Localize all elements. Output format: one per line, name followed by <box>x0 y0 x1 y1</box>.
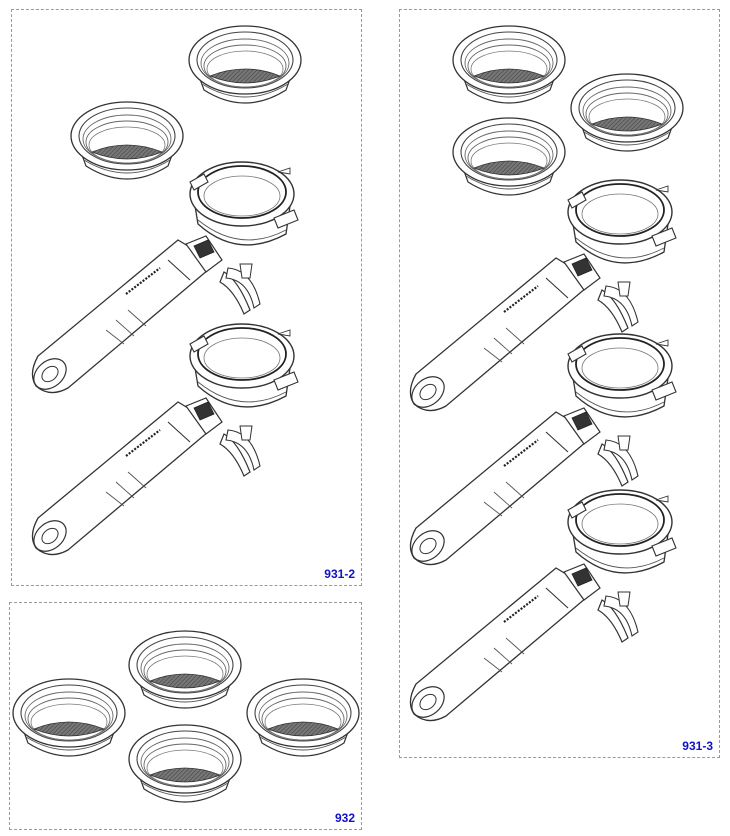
filter-basket <box>452 25 566 104</box>
panel-931-2[interactable]: 931-2 <box>11 9 362 586</box>
part-number-label: 932 <box>334 811 355 825</box>
panel-932[interactable]: 932 <box>9 602 362 830</box>
filter-basket <box>570 73 684 152</box>
filter-basket <box>128 630 242 709</box>
filter-basket <box>188 25 302 104</box>
filter-basket <box>246 678 360 757</box>
portafilter-set-illustration <box>26 25 302 559</box>
part-number-label: 931-3 <box>682 739 713 753</box>
panel-931-3[interactable]: 931-3 <box>399 9 720 758</box>
part-number-label: 931-2 <box>324 567 355 581</box>
filter-basket <box>12 678 126 757</box>
filter-basket <box>452 117 566 196</box>
filter-basket <box>128 724 242 803</box>
portafilter-set-illustration <box>404 25 684 725</box>
filter-basket <box>70 101 184 180</box>
filter-basket-set-illustration <box>12 630 360 803</box>
